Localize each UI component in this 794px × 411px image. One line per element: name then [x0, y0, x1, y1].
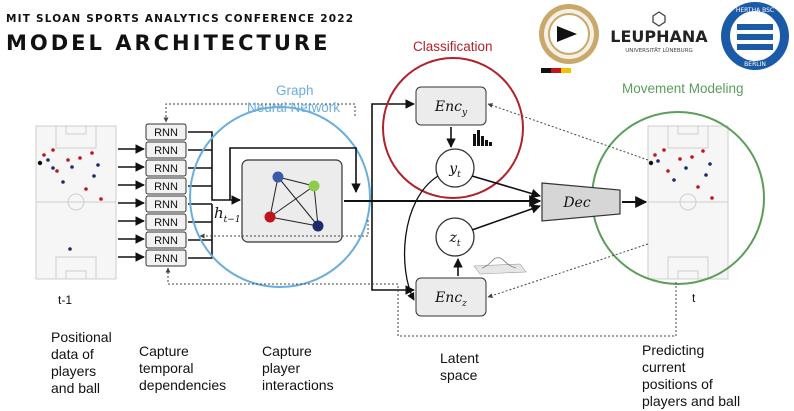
caption-positional: Positional data of players and ball — [51, 329, 112, 396]
input-arrows — [118, 144, 145, 262]
pitch-right — [647, 125, 729, 280]
gnn-circle — [189, 106, 371, 288]
rnn-label: RNN — [154, 217, 178, 229]
rnn-label: RNN — [154, 253, 178, 265]
classification-title: Classification — [413, 39, 493, 54]
logo-banner: LEUPHANA UNIVERSITÄT LÜNEBURG HERTHA BSC… — [537, 0, 794, 75]
graph-node-green — [308, 180, 320, 192]
rnn-label: RNN — [154, 127, 178, 139]
to-enc-y-arrow — [371, 99, 415, 201]
dotted-feedback — [163, 103, 677, 337]
graph-node-blue — [272, 171, 284, 183]
player-dots-left — [37, 148, 103, 251]
hertha-logo-icon: HERTHA BSC BERLIN — [721, 2, 789, 70]
player-dots-right — [648, 148, 714, 200]
gnn-title-line1: Graph — [276, 83, 314, 98]
y-to-enc-z-curve — [403, 175, 439, 301]
caption-latent: Latent space — [440, 350, 479, 383]
leuphana-logo-subtext: UNIVERSITÄT LÜNEBURG — [625, 47, 693, 54]
h-label: ht−1 — [214, 204, 241, 225]
graph-node-red — [264, 211, 276, 223]
distribution-icon — [473, 257, 527, 275]
to-enc-z-arrow — [371, 201, 415, 295]
enc-y-label: Ency — [434, 99, 468, 118]
z-node — [435, 217, 475, 257]
conference-title: MIT SLOAN SPORTS ANALYTICS CONFERENCE 20… — [6, 13, 355, 25]
enc-y-box — [415, 86, 487, 126]
graph-node-navy — [312, 220, 324, 232]
hertha-logo-top-text: HERTHA BSC — [736, 7, 774, 14]
gnn-feedback-arrow — [229, 147, 361, 200]
classification-circle — [382, 57, 524, 199]
time-label-curr: t — [692, 291, 696, 305]
rnn-label: RNN — [154, 235, 178, 247]
rnn-label: RNN — [154, 145, 178, 157]
enc-z-box — [415, 277, 487, 317]
rnn-label: RNN — [154, 163, 178, 175]
z-node-label: zt — [448, 230, 460, 249]
rnn-stack: RNN RNN RNN RNN RNN RNN RNN RNN — [145, 123, 187, 267]
caption-interactions: Capture player interactions — [262, 343, 334, 393]
rnn-label: RNN — [154, 199, 178, 211]
dec-label: Dec — [562, 195, 591, 211]
movement-title: Movement Modeling — [622, 81, 744, 96]
hertha-logo-bottom-text: BERLIN — [744, 61, 766, 68]
enc-z-label: Encz — [434, 290, 467, 309]
pitch-left — [35, 125, 117, 280]
y-to-dec-arrow — [471, 175, 541, 199]
y-node-label: yt — [448, 161, 461, 180]
gnn-title-line2: Neural Network — [247, 100, 341, 115]
y-node — [435, 148, 475, 188]
leuphana-logo-text: LEUPHANA — [610, 27, 708, 46]
histogram-icon — [473, 130, 492, 146]
graph-box — [241, 159, 343, 243]
rnn-output-arrows — [188, 131, 241, 259]
rnn-label: RNN — [154, 181, 178, 193]
page-title: MODEL ARCHITECTURE — [6, 31, 331, 55]
time-label-prev: t-1 — [58, 293, 73, 307]
z-to-dec-arrow — [471, 204, 541, 231]
dec-block — [541, 182, 621, 222]
dfb-logo-icon — [539, 4, 599, 73]
leuphana-logo-icon — [652, 11, 666, 27]
caption-temporal: Capture temporal dependencies — [139, 343, 227, 393]
caption-predicting: Predicting current positions of players … — [642, 342, 741, 409]
